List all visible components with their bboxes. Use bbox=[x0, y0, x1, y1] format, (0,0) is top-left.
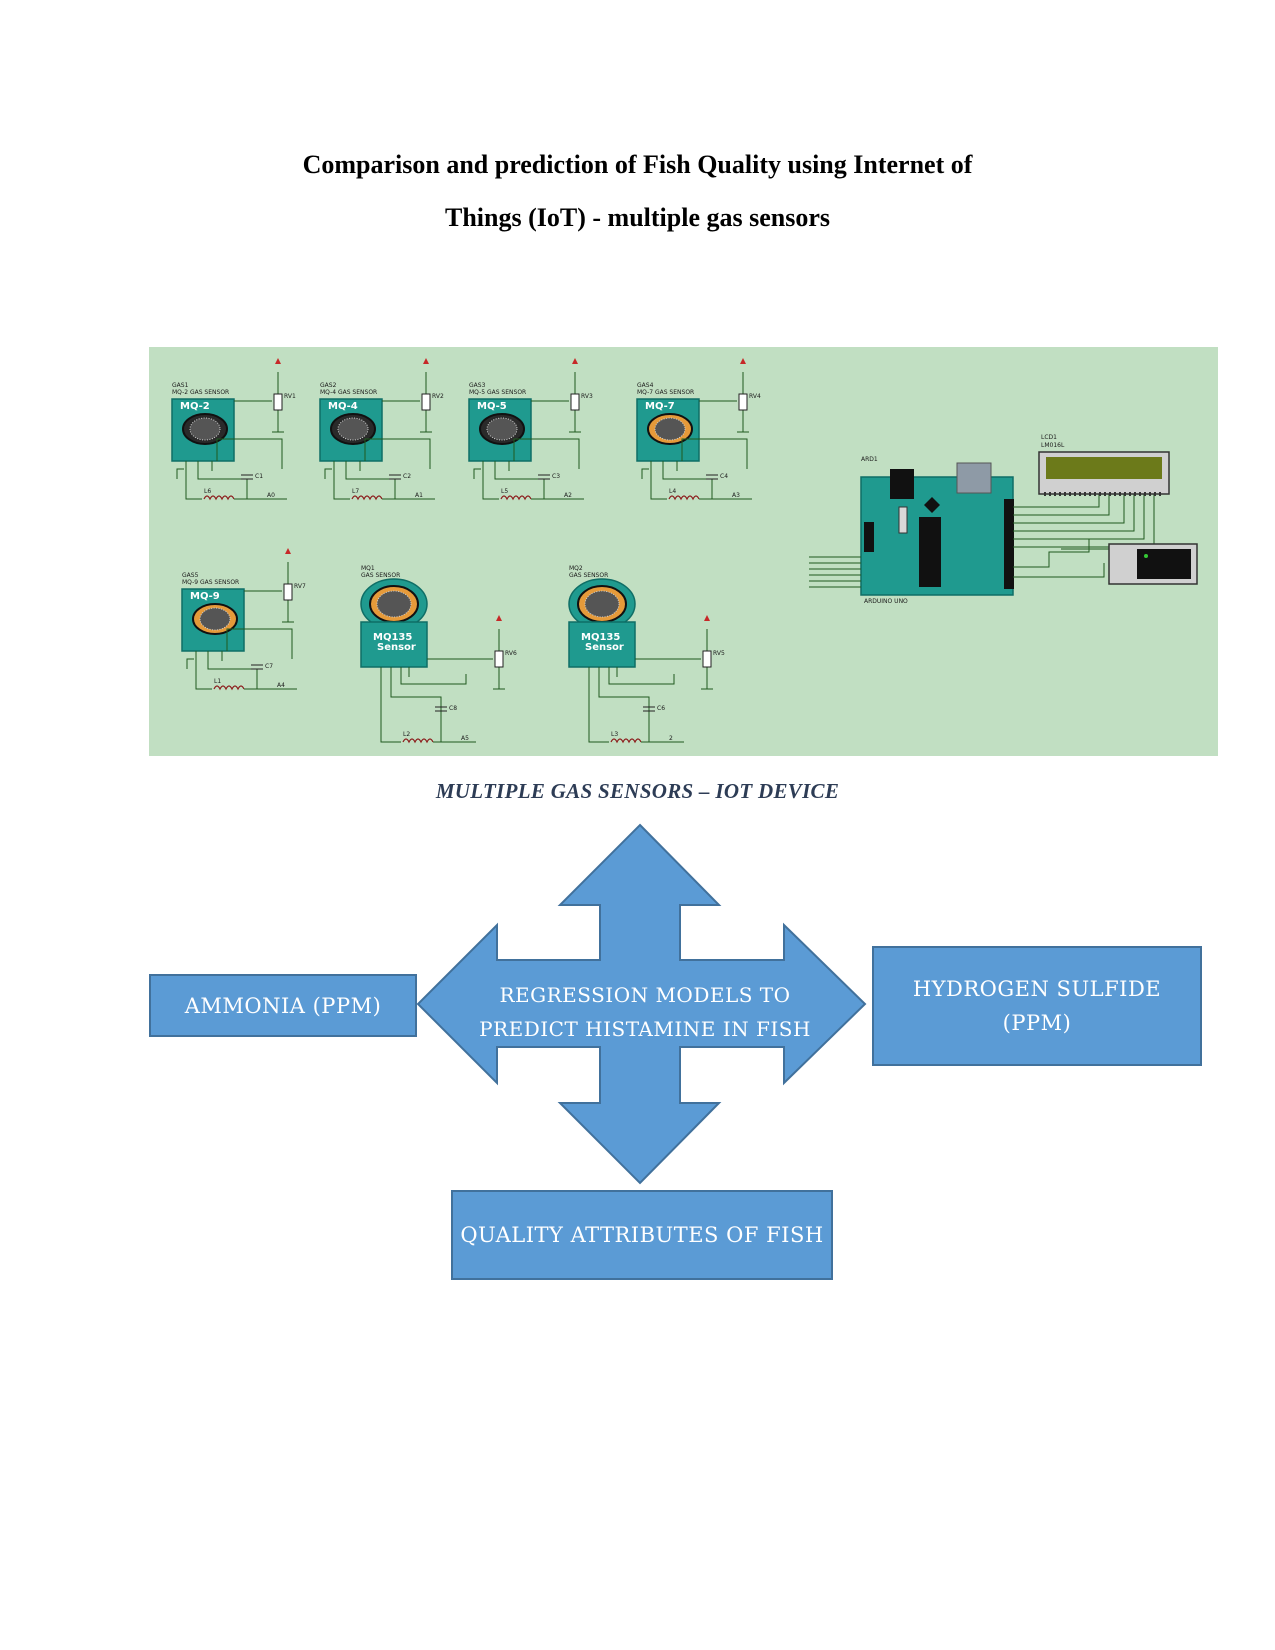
flow-center-line-2: PREDICT HISTAMINE IN FISH bbox=[479, 1017, 811, 1041]
sensor-model-label: MQ-4 bbox=[328, 401, 358, 412]
sensor-ref-label: GAS4 bbox=[637, 382, 654, 389]
mq-desc-label: GAS SENSOR bbox=[361, 572, 400, 579]
net-label: A0 bbox=[267, 492, 275, 499]
capacitor-label: C1 bbox=[255, 473, 263, 480]
mq-ref-label: MQ1 bbox=[361, 565, 375, 572]
mq-model-label: MQ135 bbox=[373, 632, 412, 643]
inductor-label: L5 bbox=[501, 488, 508, 495]
capacitor-label: C6 bbox=[657, 705, 665, 712]
net-label: A1 bbox=[415, 492, 423, 499]
mq-net-label: 2 bbox=[669, 735, 673, 742]
document-title-line-2: Things (IoT) - multiple gas sensors bbox=[445, 203, 830, 232]
net-label: A2 bbox=[564, 492, 572, 499]
inductor-label: L2 bbox=[403, 731, 410, 738]
hydrogen-sulfide-box: HYDROGEN SULFIDE (PPM) bbox=[872, 946, 1202, 1066]
sensor-ref-label: GAS1 bbox=[172, 382, 189, 389]
ammonia-box: AMMONIA (PPM) bbox=[149, 974, 417, 1037]
mq-net-label: A5 bbox=[461, 735, 469, 742]
ammonia-label: AMMONIA (PPM) bbox=[184, 993, 382, 1018]
net-label: A3 bbox=[732, 492, 740, 499]
pot-label: RV7 bbox=[294, 583, 306, 590]
pot-label: RV2 bbox=[432, 393, 444, 400]
pot-label: RV6 bbox=[505, 650, 517, 657]
sensor-model-label: MQ-2 bbox=[180, 401, 210, 412]
pot-label: RV5 bbox=[713, 650, 725, 657]
inductor-label: L7 bbox=[352, 488, 359, 495]
inductor-label: L3 bbox=[611, 731, 618, 738]
arduino-ref-label: ARD1 bbox=[861, 456, 878, 463]
arduino-board: ARD1 ARDUINO UNO bbox=[809, 456, 1155, 605]
sensor-desc-label: MQ-4 GAS SENSOR bbox=[320, 389, 377, 396]
sensor-desc-label: MQ-9 GAS SENSOR bbox=[182, 579, 239, 586]
document-title-line-1: Comparison and prediction of Fish Qualit… bbox=[302, 150, 973, 179]
net-label: A4 bbox=[277, 682, 285, 689]
flow-center-label: REGRESSION MODELS TO PREDICT HISTAMINE I… bbox=[470, 978, 820, 1046]
sensor-model-label: MQ-7 bbox=[645, 401, 675, 412]
mq-model-label: MQ135 bbox=[581, 632, 620, 643]
capacitor-label: C7 bbox=[265, 663, 273, 670]
sensor-model-label: MQ-5 bbox=[477, 401, 507, 412]
capacitor-label: C8 bbox=[449, 705, 457, 712]
lcd-ref-label: LCD1 bbox=[1041, 434, 1057, 441]
sensor-desc-label: MQ-7 GAS SENSOR bbox=[637, 389, 694, 396]
flow-center-line-1: REGRESSION MODELS TO bbox=[499, 983, 791, 1007]
sensor-ref-label: GAS2 bbox=[320, 382, 337, 389]
mq-sub-label: Sensor bbox=[377, 642, 416, 653]
circuit-caption: MULTIPLE GAS SENSORS – IOT DEVICE bbox=[435, 779, 840, 803]
inductor-label: L6 bbox=[204, 488, 211, 495]
capacitor-label: C4 bbox=[720, 473, 728, 480]
sensor-desc-label: MQ-5 GAS SENSOR bbox=[469, 389, 526, 396]
four-way-arrow bbox=[416, 823, 867, 1185]
lcd-display: LCD1 LM016L bbox=[1038, 434, 1170, 496]
lcd-model-label: LM016L bbox=[1041, 442, 1065, 449]
mq-sub-label: Sensor bbox=[585, 642, 624, 653]
mq-desc-label: GAS SENSOR bbox=[569, 572, 608, 579]
pot-label: RV1 bbox=[284, 393, 296, 400]
inductor-label: L1 bbox=[214, 678, 221, 685]
pot-label: RV4 bbox=[749, 393, 761, 400]
hydrogen-sulfide-label: HYDROGEN SULFIDE (PPM) bbox=[912, 977, 1162, 1035]
inductor-label: L4 bbox=[669, 488, 676, 495]
virtual-terminal bbox=[1061, 543, 1198, 585]
arduino-model-label: ARDUINO UNO bbox=[864, 598, 908, 605]
sensor-desc-label: MQ-2 GAS SENSOR bbox=[172, 389, 229, 396]
sensor-model-label: MQ-9 bbox=[190, 591, 220, 602]
capacitor-label: C2 bbox=[403, 473, 411, 480]
capacitor-label: C3 bbox=[552, 473, 560, 480]
quality-attributes-box: QUALITY ATTRIBUTES OF FISH bbox=[451, 1190, 833, 1280]
quality-attributes-label: QUALITY ATTRIBUTES OF FISH bbox=[460, 1223, 824, 1247]
pot-label: RV3 bbox=[581, 393, 593, 400]
sensor-ref-label: GAS3 bbox=[469, 382, 486, 389]
sensor-ref-label: GAS5 bbox=[182, 572, 199, 579]
mq-ref-label: MQ2 bbox=[569, 565, 583, 572]
